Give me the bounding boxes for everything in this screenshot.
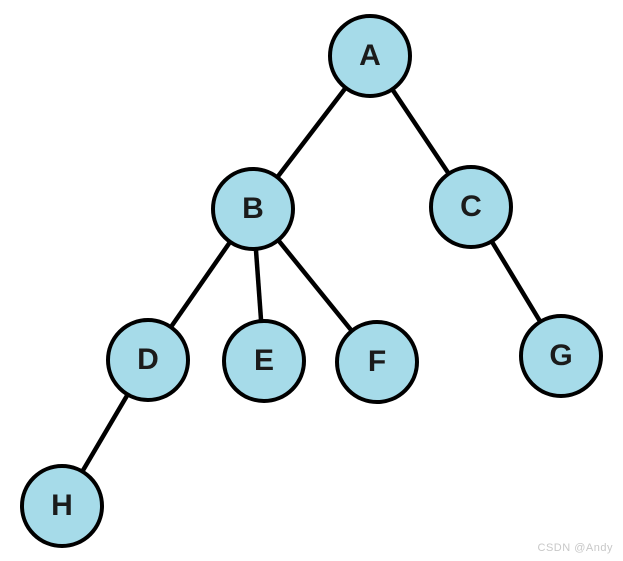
tree-node-H: H	[20, 464, 104, 548]
watermark: CSDN @Andy	[537, 542, 613, 554]
tree-node-A: A	[328, 14, 412, 98]
node-label-B: B	[242, 192, 264, 225]
tree-node-D: D	[106, 318, 190, 402]
node-label-C: C	[460, 190, 482, 223]
node-label-E: E	[253, 344, 274, 377]
tree-node-C: C	[429, 165, 513, 249]
tree-node-G: G	[519, 314, 603, 398]
node-label-G: G	[549, 339, 573, 372]
tree-node-E: E	[222, 319, 306, 403]
node-label-F: F	[367, 345, 387, 378]
node-label-A: A	[359, 39, 381, 72]
node-label-H: H	[51, 489, 73, 522]
tree-node-B: B	[211, 167, 295, 251]
tree-node-F: F	[335, 320, 419, 404]
node-label-D: D	[137, 343, 159, 376]
